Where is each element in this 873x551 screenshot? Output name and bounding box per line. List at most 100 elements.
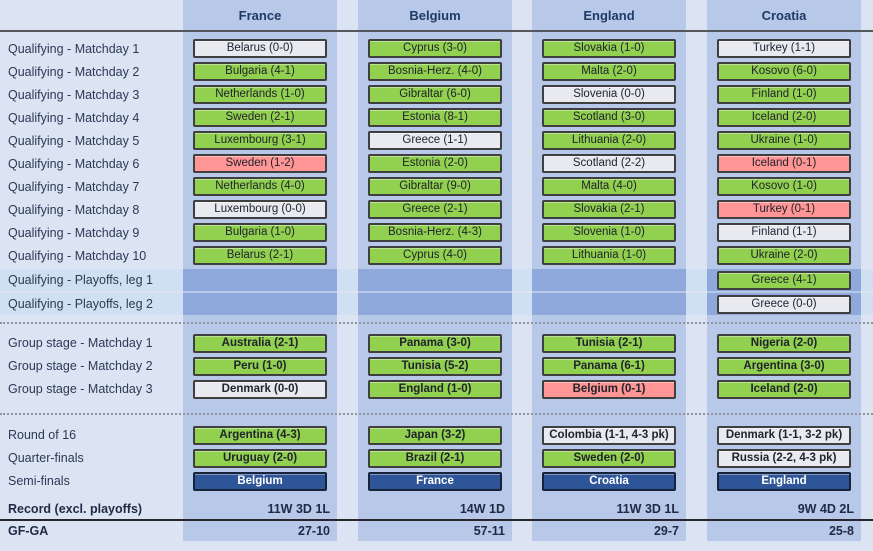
match-result-box: Estonia (8-1) <box>368 108 502 127</box>
match-result-box: Peru (1-0) <box>193 356 327 376</box>
match-cell-croatia: Finland (1-1) <box>707 221 861 244</box>
match-result-box: Sweden (2-0) <box>542 448 676 468</box>
match-cell-france: Sweden (2-1) <box>183 106 337 129</box>
match-cell-france: Belarus (2-1) <box>183 244 337 267</box>
record-value-england: 11W 3D 1L <box>616 501 679 516</box>
match-cell-belgium: Bosnia-Herz. (4-0) <box>358 60 512 83</box>
match-cell-france: Peru (1-0) <box>183 355 337 378</box>
match-cell-england: Lithuania (1-0) <box>532 244 686 267</box>
row-label: Group stage - Matchday 3 <box>8 382 153 396</box>
match-result-box: Luxembourg (0-0) <box>193 200 327 219</box>
match-result-box: Netherlands (4-0) <box>193 177 327 196</box>
match-result-box: Panama (3-0) <box>368 333 502 353</box>
match-result-box: Finland (1-0) <box>717 85 851 104</box>
match-result-box: Slovenia (1-0) <box>542 223 676 242</box>
match-row: Qualifying - Matchday 7 Netherlands (4-0… <box>0 175 873 198</box>
match-result-box: Cyprus (4-0) <box>368 246 502 265</box>
row-label: Qualifying - Playoffs, leg 2 <box>8 297 153 311</box>
gfga-value-england: 29-7 <box>653 524 679 538</box>
match-result-box: Tunisia (5-2) <box>368 356 502 376</box>
match-cell-belgium: Bosnia-Herz. (4-3) <box>358 221 512 244</box>
match-cell-england: Belgium (0-1) <box>532 378 686 401</box>
match-result-box: Cyprus (3-0) <box>368 39 502 58</box>
match-cell-belgium: England (1-0) <box>358 378 512 401</box>
playoff-cell-belgium-empty <box>358 269 512 291</box>
row-label: Qualifying - Matchday 7 <box>8 179 140 194</box>
match-result-box: Slovakia (1-0) <box>542 39 676 58</box>
match-cell-belgium: Estonia (8-1) <box>358 106 512 129</box>
row-label: Group stage - Matchday 1 <box>8 336 153 350</box>
header-row: France Belgium England Croatia <box>0 0 873 30</box>
playoff-row: Qualifying - Playoffs, leg 2 Greece (0-0… <box>0 293 873 315</box>
match-result-box: Turkey (1-1) <box>717 39 851 58</box>
match-row: Quarter-finals Uruguay (2-0) Brazil (2-1… <box>0 447 873 470</box>
column-header-belgium: Belgium <box>409 7 461 23</box>
match-result-box: France <box>368 471 502 491</box>
match-cell-france: Luxembourg (0-0) <box>183 198 337 221</box>
match-result-box: Sweden (2-1) <box>193 108 327 127</box>
match-cell-england: Colombia (1-1, 4-3 pk) <box>532 424 686 447</box>
row-label: Qualifying - Matchday 5 <box>8 133 140 148</box>
match-result-box: England (1-0) <box>368 379 502 399</box>
match-result-box: Estonia (2-0) <box>368 154 502 173</box>
row-label: Qualifying - Matchday 4 <box>8 110 140 125</box>
record-value-france: 11W 3D 1L <box>267 501 330 516</box>
row-label: Qualifying - Matchday 10 <box>8 248 147 263</box>
section-divider-dotted <box>0 322 873 324</box>
match-cell-belgium: Brazil (2-1) <box>358 447 512 470</box>
match-cell-belgium: Japan (3-2) <box>358 424 512 447</box>
match-cell-croatia: Finland (1-0) <box>707 83 861 106</box>
match-result-box: Belgium <box>193 471 327 491</box>
match-cell-belgium: Greece (2-1) <box>358 198 512 221</box>
match-cell-belgium: Greece (1-1) <box>358 129 512 152</box>
match-cell-belgium: France <box>358 470 512 493</box>
match-cell-england: Slovenia (0-0) <box>532 83 686 106</box>
match-row: Qualifying - Matchday 1 Belarus (0-0) Cy… <box>0 37 873 60</box>
playoff-cell-france-empty <box>183 269 337 291</box>
playoff-cell-france-empty <box>183 293 337 315</box>
match-result-box: Bulgaria (1-0) <box>193 223 327 242</box>
match-result-box: Belgium (0-1) <box>542 379 676 399</box>
match-result-box: Ukraine (2-0) <box>717 246 851 265</box>
match-cell-belgium: Cyprus (3-0) <box>358 37 512 60</box>
match-result-box: Lithuania (1-0) <box>542 246 676 265</box>
match-result-box: Argentina (3-0) <box>717 356 851 376</box>
match-result-box: Colombia (1-1, 4-3 pk) <box>542 425 676 445</box>
match-cell-croatia: England <box>707 470 861 493</box>
match-cell-belgium: Tunisia (5-2) <box>358 355 512 378</box>
match-row: Qualifying - Matchday 10 Belarus (2-1) C… <box>0 244 873 267</box>
row-label: Group stage - Matchday 2 <box>8 359 153 373</box>
match-cell-belgium: Cyprus (4-0) <box>358 244 512 267</box>
match-result-box: Nigeria (2-0) <box>717 333 851 353</box>
match-cell-france: Sweden (1-2) <box>183 152 337 175</box>
record-row: Record (excl. playoffs) 11W 3D 1L 14W 1D… <box>0 499 873 519</box>
row-label: Semi-finals <box>8 474 70 488</box>
match-row: Qualifying - Matchday 4 Sweden (2-1) Est… <box>0 106 873 129</box>
match-result-box: Australia (2-1) <box>193 333 327 353</box>
column-header-england: England <box>583 7 635 23</box>
match-result-box: Bosnia-Herz. (4-3) <box>368 223 502 242</box>
match-result-box: Gibraltar (6-0) <box>368 85 502 104</box>
match-cell-croatia: Turkey (0-1) <box>707 198 861 221</box>
match-cell-france: Australia (2-1) <box>183 332 337 355</box>
match-result-box: Tunisia (2-1) <box>542 333 676 353</box>
match-result-box: Uruguay (2-0) <box>193 448 327 468</box>
match-cell-england: Scotland (2-2) <box>532 152 686 175</box>
match-cell-croatia: Kosovo (1-0) <box>707 175 861 198</box>
match-row: Qualifying - Matchday 3 Netherlands (1-0… <box>0 83 873 106</box>
match-cell-france: Netherlands (4-0) <box>183 175 337 198</box>
knockout-section: Round of 16 Argentina (4-3) Japan (3-2) … <box>0 424 873 493</box>
qualifying-section: Qualifying - Matchday 1 Belarus (0-0) Cy… <box>0 32 873 267</box>
match-result-box: Malta (2-0) <box>542 62 676 81</box>
playoff-cell-croatia: Greece (0-0) <box>707 293 861 315</box>
match-cell-england: Croatia <box>532 470 686 493</box>
match-row: Group stage - Matchday 3 Denmark (0-0) E… <box>0 378 873 401</box>
column-header-croatia: Croatia <box>761 7 807 23</box>
match-cell-england: Slovakia (2-1) <box>532 198 686 221</box>
match-cell-england: Malta (4-0) <box>532 175 686 198</box>
match-result-box: Greece (4-1) <box>717 270 851 290</box>
match-row: Semi-finals Belgium France Croatia Engla… <box>0 470 873 493</box>
match-row: Group stage - Matchday 2 Peru (1-0) Tuni… <box>0 355 873 378</box>
match-row: Group stage - Matchday 1 Australia (2-1)… <box>0 332 873 355</box>
